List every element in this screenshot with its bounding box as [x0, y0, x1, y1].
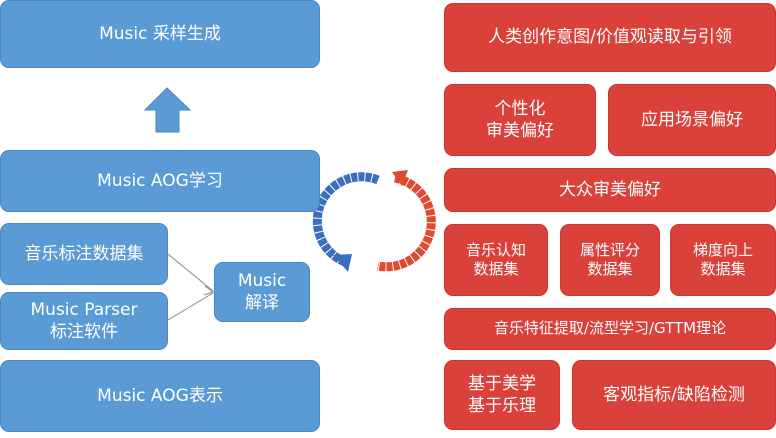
- rating-dataset-box: 属性评分 数据集: [560, 224, 660, 296]
- arrowhead-icon: [203, 285, 215, 296]
- scenario-preference-box: 应用场景偏好: [608, 84, 776, 156]
- aesthetics-theory-box: 基于美学 基于乐理: [444, 360, 560, 430]
- objective-metrics-box: 客观指标/缺陷检测: [572, 360, 776, 430]
- connector-line: [167, 253, 214, 292]
- music-aog-representation-box: Music AOG表示: [0, 360, 320, 432]
- music-aog-learning-box: Music AOG学习: [0, 150, 320, 212]
- public-aesthetic-box: 大众审美偏好: [444, 168, 776, 212]
- music-interpretation-box: Music 解译: [214, 262, 310, 322]
- music-annotation-dataset-box: 音乐标注数据集: [0, 223, 168, 285]
- personal-aesthetic-box: 个性化 审美偏好: [444, 84, 596, 156]
- cycle-arrows-icon: [312, 170, 436, 272]
- music-sampling-generation-box: Music 采样生成: [0, 0, 320, 68]
- human-intent-box: 人类创作意图/价值观读取与引领: [444, 3, 776, 72]
- connector-line: [167, 292, 214, 321]
- feature-extraction-box: 音乐特征提取/流型学习/GTTM理论: [444, 308, 776, 350]
- up-arrow-icon: [143, 87, 192, 133]
- gradient-dataset-box: 梯度向上 数据集: [670, 224, 776, 296]
- music-parser-box: Music Parser 标注软件: [0, 292, 168, 350]
- cognition-dataset-box: 音乐认知 数据集: [444, 224, 548, 296]
